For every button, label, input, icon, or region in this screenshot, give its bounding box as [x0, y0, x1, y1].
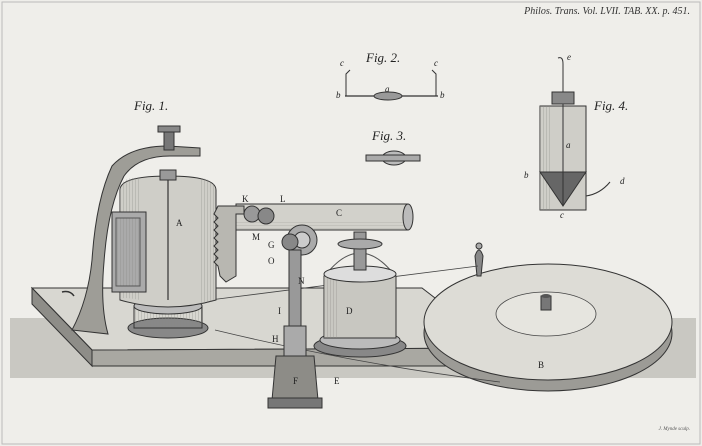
fig1-letter-E: E — [334, 376, 340, 386]
engraver-signature: J. Mynde sculp. — [658, 427, 690, 432]
pillar — [267, 249, 323, 409]
fig2-letter-b-left: b — [336, 90, 341, 100]
fig1-letter-M: M — [252, 232, 261, 242]
fig1-letter-A: A — [176, 218, 183, 228]
fig4-letter-b: b — [524, 170, 529, 180]
arm-frame — [61, 125, 201, 335]
fig1-letter-D: D — [346, 306, 353, 316]
fig2-letter-a: a — [385, 84, 390, 94]
fig1-letter-N: N — [298, 276, 305, 286]
fig1-label: Fig. 1. — [134, 98, 169, 113]
plate-reference: Philos. Trans. Vol. LVII. TAB. XX. p. 45… — [524, 6, 690, 17]
fig1-letter-B: B — [538, 360, 545, 370]
fig4-letter-d: d — [620, 176, 625, 186]
fig4-label: Fig. 4. — [594, 98, 629, 113]
fig2-label: Fig. 2. — [366, 50, 401, 65]
fig2-letter-b-right: b — [440, 90, 445, 100]
fig2-letter-c-right: c — [434, 58, 438, 68]
fig2-letter-c-left: c — [340, 58, 344, 68]
fig4-letter-c: c — [560, 210, 564, 220]
disc-B — [423, 242, 673, 392]
fig1-letter-G: G — [268, 240, 275, 250]
fig1-letter-L: L — [280, 194, 286, 204]
fig4-letter-e: e — [567, 52, 571, 62]
fig1-letter-K: K — [242, 194, 249, 204]
gear-wheel — [257, 207, 318, 256]
jar-D — [313, 231, 407, 358]
fig1-letter-O: O — [268, 256, 275, 266]
fig2-drawing — [345, 69, 438, 101]
fig1-letter-H: H — [272, 334, 279, 344]
fig1-letter-C: C — [336, 208, 343, 218]
fig1-letter-F: F — [293, 376, 299, 386]
fig3-label: Fig. 3. — [372, 128, 407, 143]
fig3-drawing — [365, 150, 421, 166]
fig1-letter-I: I — [278, 306, 281, 316]
fig4-letter-a: a — [566, 140, 571, 150]
fig4-drawing — [539, 57, 611, 211]
